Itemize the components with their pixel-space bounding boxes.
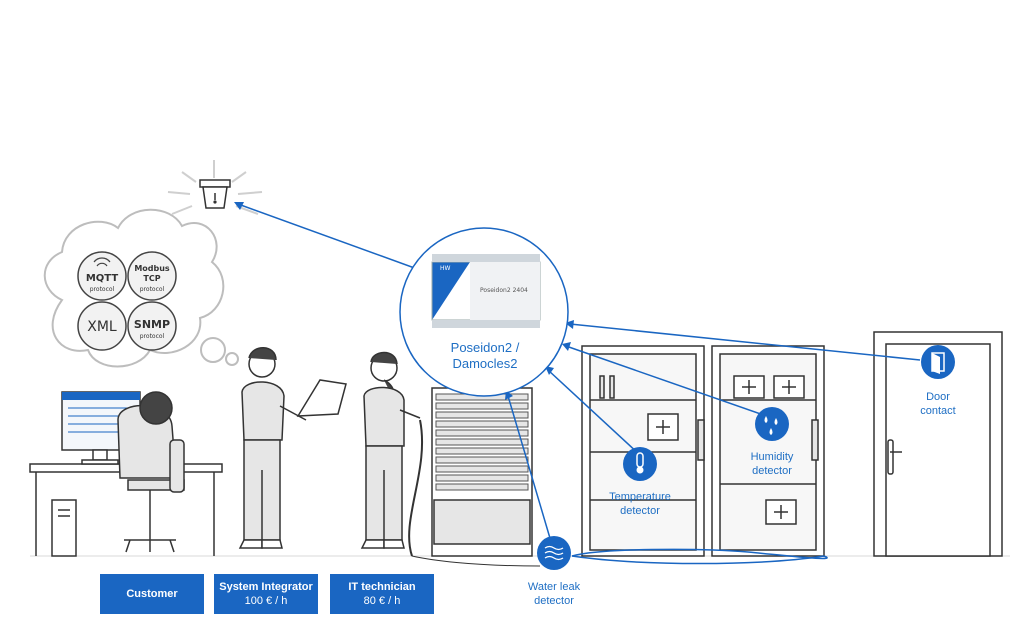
modbus-badge: Modbus TCP protocol [127, 251, 177, 301]
rack-unit [435, 411, 529, 419]
system-integrator-figure [238, 347, 347, 549]
snmp-sub: protocol [140, 333, 165, 340]
water-leak-label: Water leak detector [527, 581, 581, 607]
device-unit: HW Poseidon2 2404 [431, 254, 541, 328]
protocol-cloud: MQTT protocol Modbus TCP protocol XML SN… [43, 208, 239, 368]
rack-unit [435, 402, 529, 410]
cabinet-humidity [711, 345, 825, 557]
device-text: Poseidon2 2404 [480, 287, 528, 294]
door-icon [921, 345, 955, 379]
device-brand: HW [440, 265, 451, 272]
rack-unit [435, 465, 529, 473]
mqtt-label: MQTT [86, 273, 119, 284]
role-customer: Customer [100, 574, 204, 614]
cabinet-temperature [581, 345, 705, 557]
rack-unit [435, 438, 529, 446]
it-technician-figure [360, 351, 421, 549]
mqtt-badge: MQTT protocol [77, 251, 127, 301]
xml-badge: XML [77, 301, 127, 351]
rack-unit [435, 456, 529, 464]
hub-title: Poseidon2 / Damocles2 [405, 340, 565, 372]
hub-title-line2: Damocles2 [452, 356, 518, 371]
hub-circle: HW Poseidon2 2404 [399, 227, 569, 397]
mqtt-sub: protocol [90, 286, 115, 293]
server-rack [408, 387, 541, 567]
temperature-label: Temperature detector [609, 491, 671, 517]
modbus-tcp: TCP [143, 274, 160, 283]
role-system-integrator: System Integrator 100 € / h [214, 574, 318, 614]
hub-title-line1: Poseidon2 / [450, 340, 520, 355]
door-contact-label: Door contact [920, 391, 956, 417]
role-it-technician: IT technician 80 € / h [330, 574, 434, 614]
siren-icon [167, 160, 263, 215]
rack-unit [435, 483, 529, 491]
modbus-label: Modbus [134, 264, 170, 273]
thermometer-icon [623, 447, 657, 481]
snmp-badge: SNMP protocol [127, 301, 177, 351]
droplets-icon [755, 407, 789, 441]
xml-label: XML [87, 319, 117, 335]
rack-unit [435, 474, 529, 482]
customer-desk [29, 391, 223, 557]
snmp-label: SNMP [134, 318, 170, 331]
rack-unit [435, 447, 529, 455]
modbus-sub: protocol [140, 286, 165, 293]
door-frame [873, 331, 1003, 557]
rack-unit [435, 420, 529, 428]
rack-unit [435, 429, 529, 437]
signal-lines [237, 203, 921, 565]
humidity-label: Humidity detector [750, 451, 794, 477]
waves-icon [537, 536, 571, 570]
